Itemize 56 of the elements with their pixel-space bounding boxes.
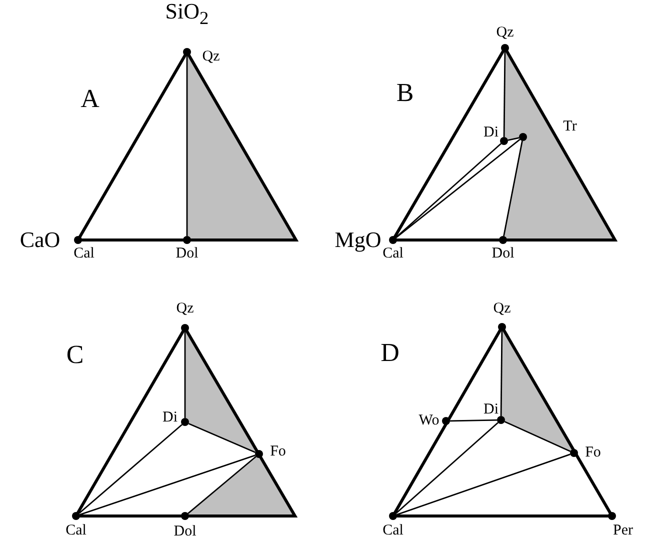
phase-point [255,450,263,458]
mineral-label: Per [613,524,633,538]
mineral-label: Qz [176,302,194,316]
tie-line [80,454,256,516]
phase-point [499,236,507,244]
mineral-label: Di [162,410,178,426]
mineral-label: Tr [563,120,577,134]
tie-line [188,422,256,454]
mineral-label: Cal [66,524,86,538]
mineral-label: Fo [270,444,286,460]
tie-line [396,422,498,514]
oxide-label: MgO [334,229,382,251]
tie-line [396,454,570,516]
phase-point [442,417,450,425]
phase-point [498,323,506,331]
phase-point [183,48,191,56]
phase-point [608,512,616,520]
mineral-label: Fo [585,446,601,460]
phase-point [389,512,397,520]
phase-point [497,416,505,424]
tie-line [508,137,520,141]
oxide-label: CaO [20,229,60,251]
phase-point [501,44,509,52]
tie-line [504,421,571,452]
mineral-label: Cal [382,246,404,262]
panel-letter: B [396,80,414,106]
phase-point [183,236,191,244]
mineral-label: Di [484,126,498,140]
tie-line [396,138,520,238]
mineral-label: Qz [493,302,511,316]
panel-letter: A [80,86,100,112]
mineral-label: Wo [418,414,440,428]
mineral-label: Di [484,402,498,418]
phase-point [72,512,80,520]
mineral-label: Cal [382,524,404,538]
mineral-label: Qz [496,26,514,40]
phase-point [181,512,189,520]
mineral-label: Dol [176,246,198,262]
phase-point [74,236,82,244]
mineral-label: Cal [74,246,94,262]
tie-line [188,456,256,514]
mineral-label: Dol [492,246,514,262]
phase-point [181,324,189,332]
tie-line [503,140,523,236]
panel-letter: C [66,342,84,368]
phase-point [570,449,578,457]
tie-line [450,419,498,422]
oxide-label: SiO$_{2}$ [165,0,209,28]
phase-point [500,137,508,145]
phase-point [181,418,189,426]
tie-line [78,424,182,514]
panel-letter: D [380,340,400,366]
mineral-label: Dol [174,524,196,540]
phase-point [389,236,397,244]
tie-line [396,143,502,238]
mineral-label: Qz [202,50,220,64]
